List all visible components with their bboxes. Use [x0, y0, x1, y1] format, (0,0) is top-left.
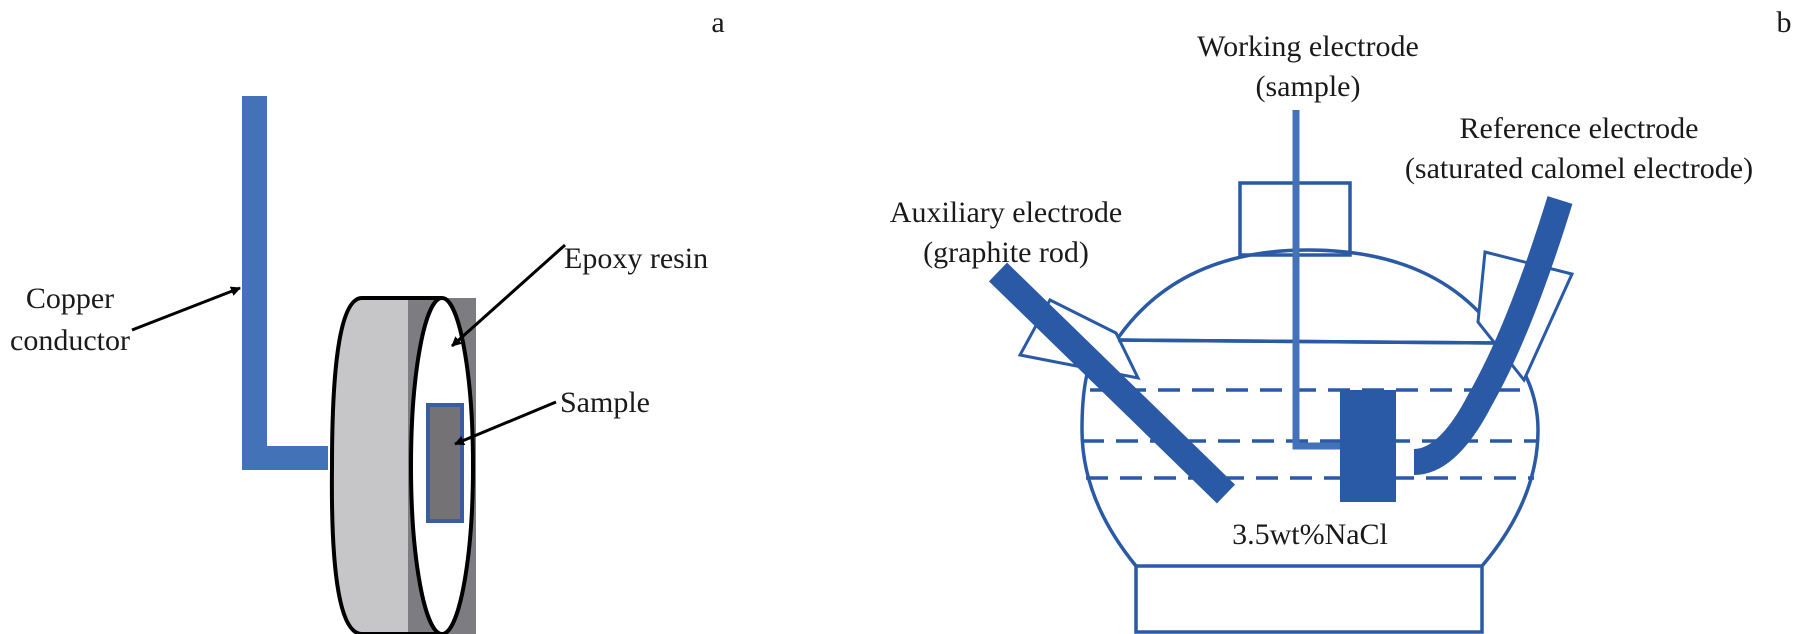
auxiliary-electrode-label-line2: (graphite rod)	[923, 236, 1089, 269]
flask-base	[1134, 564, 1484, 634]
panel-a-letter: a	[711, 6, 724, 39]
copper-label-line1: Copper	[26, 282, 114, 315]
panel-b-letter: b	[1777, 6, 1792, 39]
auxiliary-electrode-label-line1: Auxiliary electrode	[890, 196, 1122, 229]
electrolyte-label: 3.5wt%NaCl	[1232, 518, 1388, 551]
working-electrode-label-line2: (sample)	[1256, 70, 1361, 103]
working-electrode-label-line1: Working electrode	[1197, 30, 1419, 63]
sample-label: Sample	[560, 386, 650, 419]
working-electrode-sample	[1340, 390, 1396, 502]
copper-vertical	[242, 96, 267, 470]
panel-a: a Copper conductor Epoxy resin Sample	[10, 6, 725, 634]
sample-arrow	[454, 400, 557, 446]
epoxy-label: Epoxy resin	[564, 242, 708, 275]
flask-body	[1080, 248, 1540, 568]
reference-calomel-electrode	[1412, 196, 1573, 475]
epoxy-arrow	[451, 243, 566, 348]
copper-conductor	[242, 96, 328, 470]
flask-cap-line-overlay	[1117, 338, 1501, 345]
copper-label-line2: conductor	[10, 324, 130, 357]
reference-electrode-label-line2: (saturated calomel electrode)	[1405, 152, 1753, 185]
auxiliary-graphite-rod	[988, 262, 1236, 504]
copper-arrow	[131, 286, 241, 332]
reference-electrode-label-line1: Reference electrode	[1460, 112, 1699, 145]
sample-block	[426, 403, 464, 523]
copper-horizontal	[254, 446, 328, 470]
working-electrode-wire	[1292, 110, 1340, 450]
panel-b: b Working electrode (sample) Reference e…	[890, 6, 1792, 634]
